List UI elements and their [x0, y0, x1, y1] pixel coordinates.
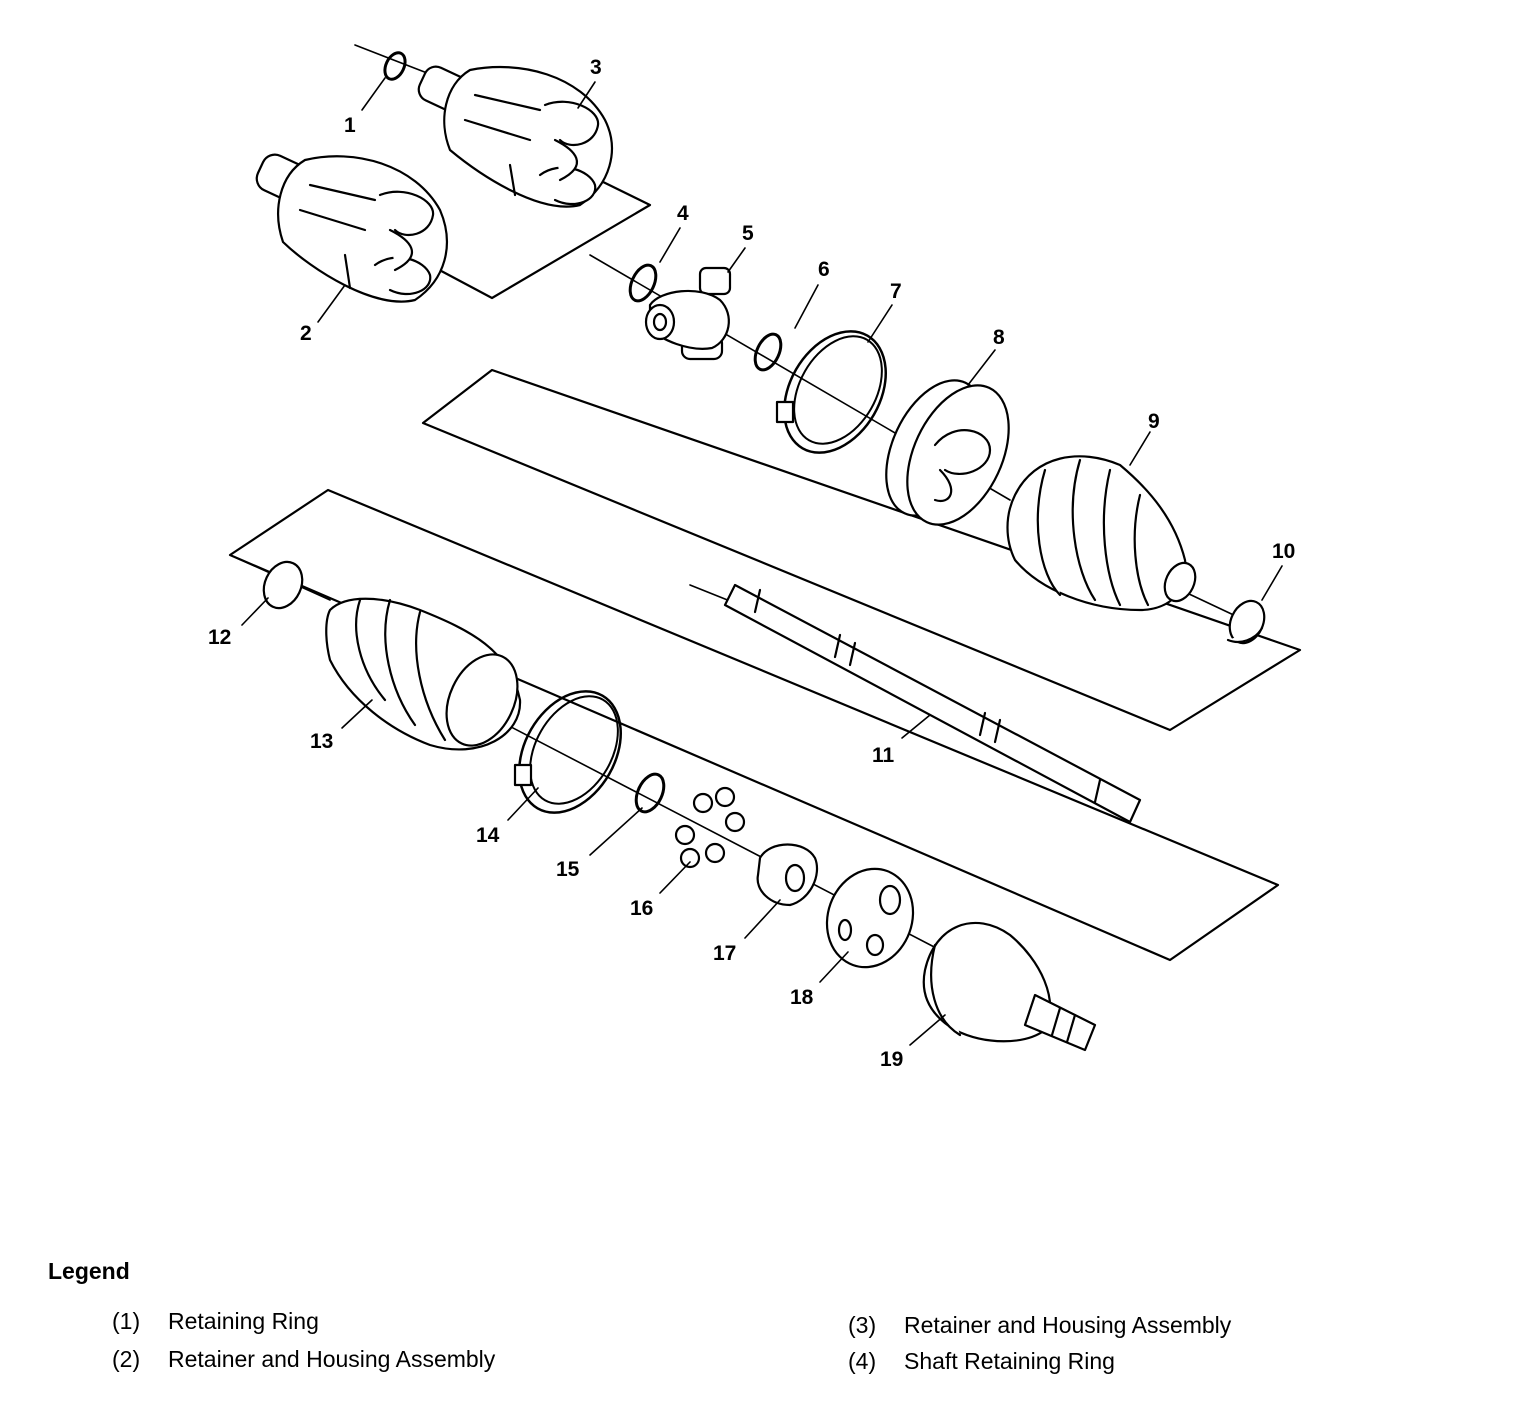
part-ring-12 [262, 560, 304, 610]
part-shaft-retaining-ring-4 [628, 263, 658, 303]
part-inner-boot-9 [1006, 455, 1197, 612]
frame-outer-joint-group [228, 488, 1280, 962]
callout-5: 5 [742, 222, 754, 245]
part-housing-assembly-2 [255, 153, 448, 303]
leader-line [577, 81, 596, 109]
callout-16: 16 [630, 897, 653, 920]
leader-line [901, 714, 931, 739]
callout-12: 12 [208, 626, 231, 649]
leader-line [659, 861, 691, 894]
leader-line [967, 349, 996, 386]
leader-line [819, 951, 849, 983]
leader-line [794, 284, 819, 329]
legend-item-label: Retainer and Housing Assembly [904, 1312, 1232, 1338]
legend-title: Legend [48, 1258, 130, 1284]
callout-19: 19 [880, 1048, 903, 1071]
part-balls-16 [674, 786, 746, 869]
callout-9: 9 [1148, 410, 1160, 433]
callout-3: 3 [590, 56, 602, 79]
part-ring-10 [1226, 599, 1266, 645]
callout-17: 17 [713, 942, 736, 965]
legend-item-label: Shaft Retaining Ring [904, 1348, 1115, 1374]
part-inner-housing-8 [885, 379, 1010, 526]
callout-1: 1 [344, 114, 356, 137]
legend-item-number: (1) [112, 1308, 141, 1334]
part-boot-clamp-7 [775, 330, 887, 454]
part-outer-boot-13 [325, 597, 522, 751]
part-boot-clamp-14 [513, 690, 622, 814]
part-inner-race-17 [756, 843, 819, 907]
callout-14: 14 [476, 824, 500, 847]
leader-line [507, 787, 539, 821]
leader-line [1261, 565, 1283, 601]
leader-line [1129, 431, 1151, 466]
frame-inner-joint-group [428, 176, 652, 300]
callout-13: 13 [310, 730, 333, 753]
callout-4: 4 [677, 202, 689, 225]
part-retaining-ring-6 [753, 332, 783, 372]
frame-boot-shaft-group [421, 368, 1302, 732]
leader-line [589, 807, 643, 856]
legend-item-4: (4) Shaft Retaining Ring [848, 1348, 1115, 1375]
callout-10: 10 [1272, 540, 1295, 563]
leader-line [727, 247, 746, 273]
legend-item-label: Retaining Ring [168, 1308, 319, 1334]
leader-line [241, 597, 269, 626]
legend-item-3: (3) Retainer and Housing Assembly [848, 1312, 1231, 1339]
callout-11: 11 [872, 744, 895, 767]
leader-line [744, 899, 781, 939]
part-spider-5 [644, 266, 732, 361]
legend-item-number: (3) [848, 1312, 877, 1338]
part-housing-assembly-3 [417, 65, 613, 208]
leader-line [867, 304, 893, 343]
callout-2: 2 [300, 322, 312, 345]
legend-item-2: (2) Retainer and Housing Assembly [112, 1346, 495, 1373]
part-retaining-ring-1 [383, 51, 407, 81]
legend-item-number: (2) [112, 1346, 141, 1372]
part-outer-joint-19 [922, 921, 1097, 1052]
part-retaining-ring-15 [634, 772, 666, 814]
callout-18: 18 [790, 986, 814, 1009]
callout-6: 6 [818, 258, 830, 281]
leader-line [659, 227, 681, 263]
callout-8: 8 [993, 326, 1005, 349]
part-shaft-11 [723, 583, 1142, 824]
leader-line [361, 77, 386, 111]
callout-15: 15 [556, 858, 580, 881]
leader-line [909, 1014, 946, 1046]
leader-line [341, 699, 373, 729]
part-cage-18 [825, 867, 915, 969]
leader-line [317, 284, 346, 323]
legend-item-number: (4) [848, 1348, 877, 1374]
exploded-axle-diagram: 1 2 3 4 5 6 7 8 9 10 11 12 13 14 15 16 1… [208, 44, 1302, 1071]
legend-item-1: (1) Retaining Ring [112, 1308, 319, 1335]
callout-7: 7 [890, 280, 902, 303]
legend-item-label: Retainer and Housing Assembly [168, 1346, 496, 1372]
